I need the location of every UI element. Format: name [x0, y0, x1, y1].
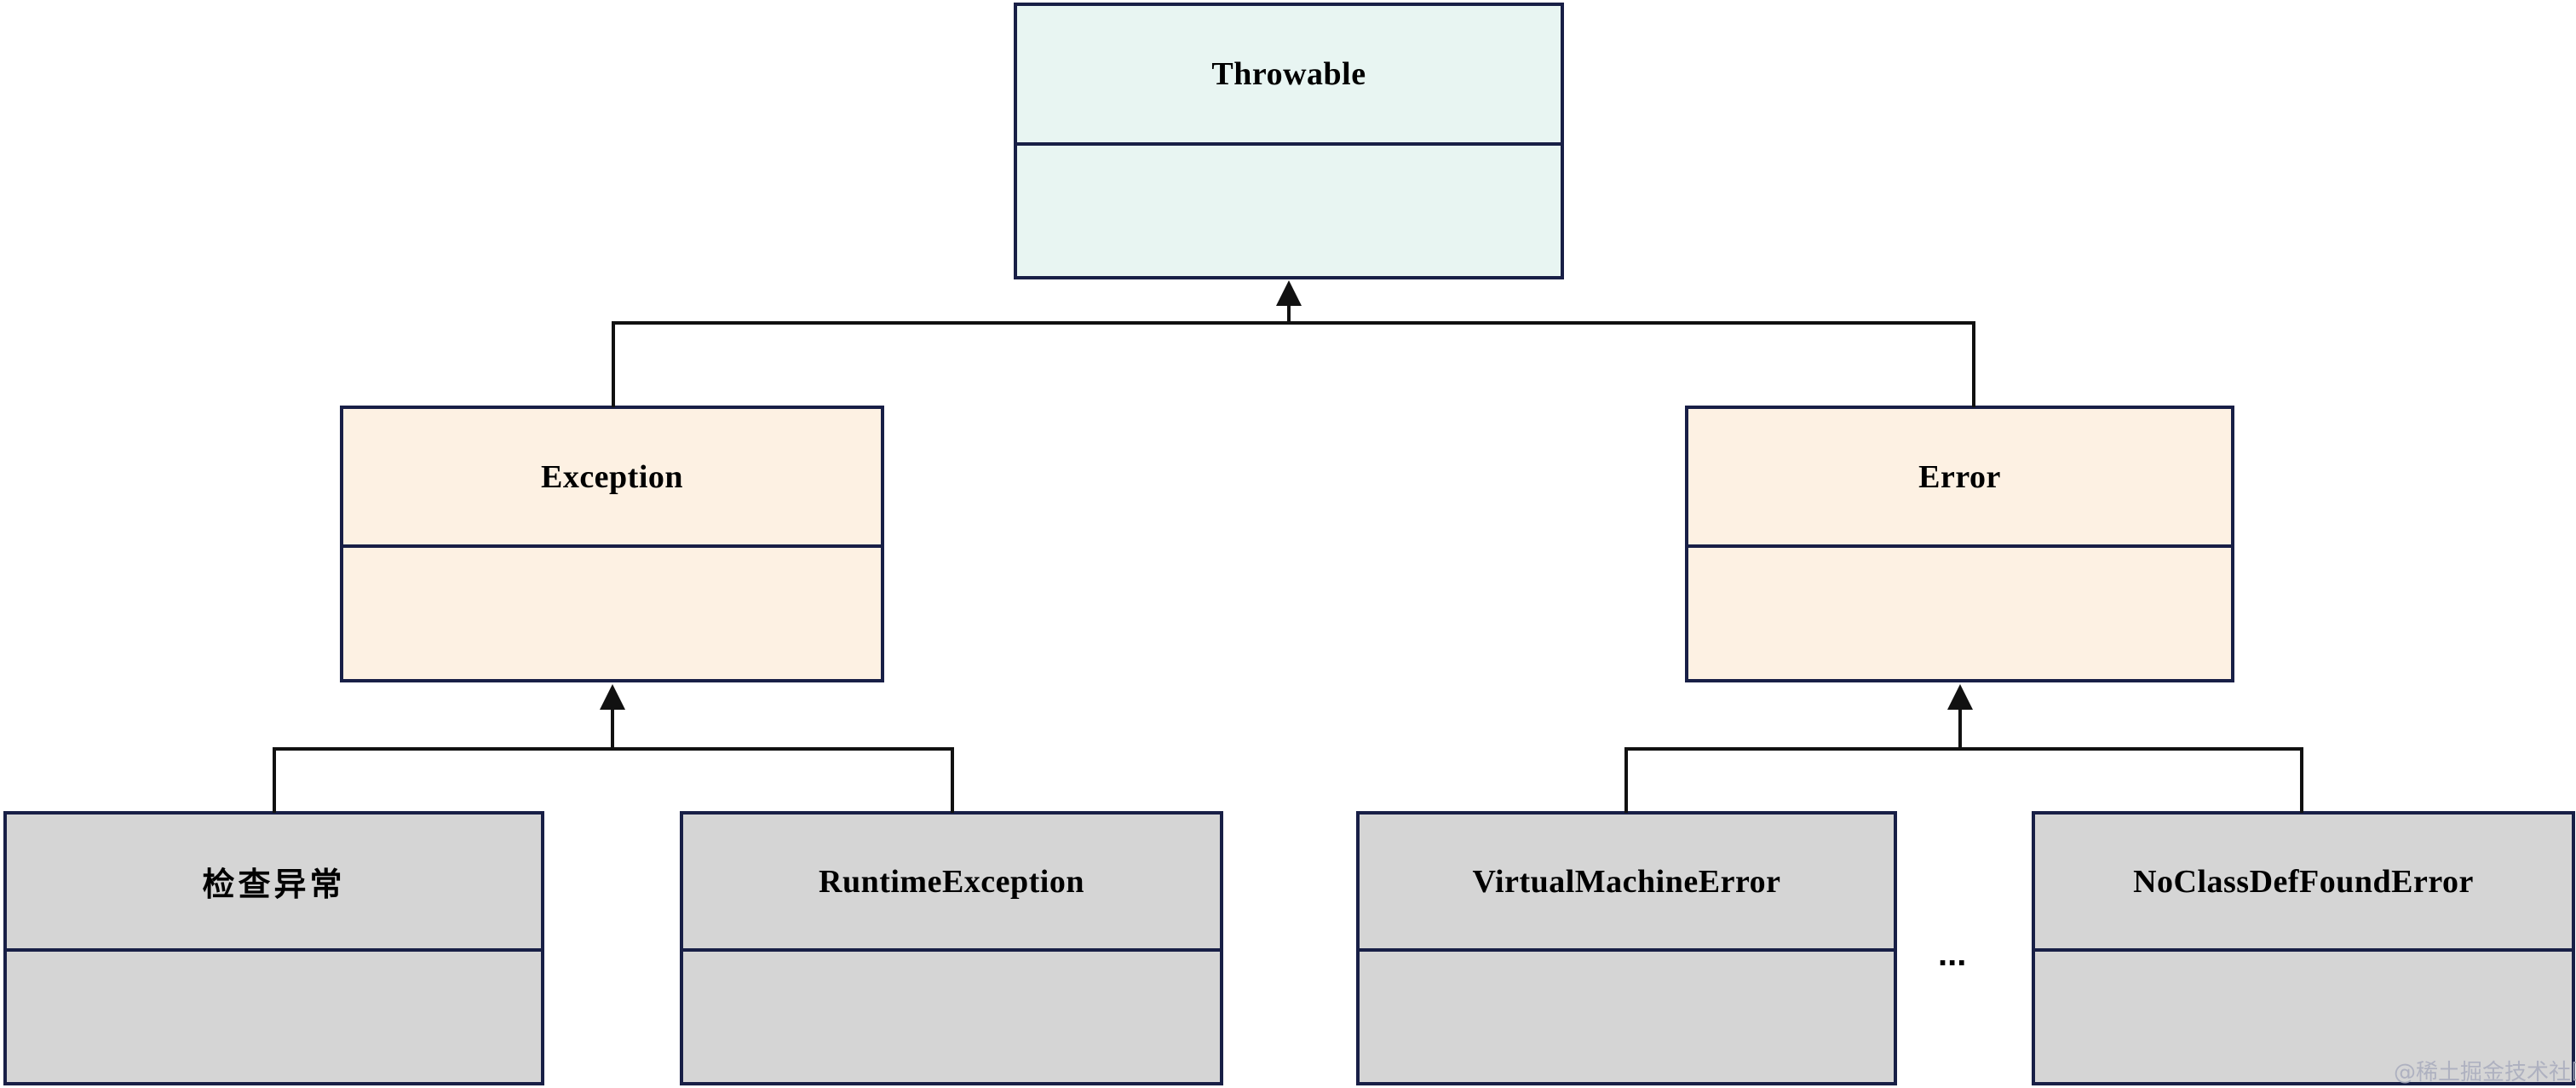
class-box-error[interactable]: Error [1685, 406, 2234, 682]
class-box-runtime-exception[interactable]: RuntimeException [680, 811, 1223, 1085]
class-title-exception: Exception [343, 409, 881, 548]
class-box-virtual-machine-error[interactable]: VirtualMachineError [1356, 811, 1897, 1085]
generalization-arrow-to-exception [600, 684, 625, 710]
class-box-no-class-def-found-error[interactable]: NoClassDefFoundError [2032, 811, 2575, 1085]
class-title-no-class-def-found-error: NoClassDefFoundError [2035, 815, 2572, 952]
class-title-error: Error [1688, 409, 2231, 548]
class-members-error [1688, 548, 2231, 679]
class-title-checked-exception: 检查异常 [7, 815, 541, 952]
class-title-runtime-exception: RuntimeException [683, 815, 1220, 952]
generalization-riser-to-exception [611, 708, 614, 749]
generalization-bus-exception [273, 747, 954, 751]
generalization-riser-to-error [1958, 708, 1962, 749]
class-members-runtime-exception [683, 952, 1220, 1082]
generalization-drop-virtual-machine-error [1624, 747, 1628, 813]
generalization-bus-throwable [612, 321, 1975, 325]
generalization-bus-error [1624, 747, 2303, 751]
class-members-virtual-machine-error [1360, 952, 1894, 1082]
class-members-no-class-def-found-error [2035, 952, 2572, 1082]
generalization-drop-runtime-exception [951, 747, 954, 813]
class-title-virtual-machine-error: VirtualMachineError [1360, 815, 1894, 952]
class-members-throwable [1017, 146, 1561, 276]
generalization-riser-to-throwable [1287, 304, 1291, 323]
class-box-checked-exception[interactable]: 检查异常 [3, 811, 544, 1085]
generalization-drop-error [1972, 321, 1975, 407]
class-title-throwable: Throwable [1017, 6, 1561, 146]
class-box-throwable[interactable]: Throwable [1014, 3, 1564, 279]
class-members-exception [343, 548, 881, 679]
generalization-drop-no-class-def-found-error [2300, 747, 2303, 813]
class-box-exception[interactable]: Exception [340, 406, 884, 682]
ellipsis-more-errors: ... [1938, 935, 1967, 973]
generalization-drop-checked-exception [273, 747, 276, 813]
generalization-arrow-to-throwable [1276, 280, 1302, 306]
generalization-arrow-to-error [1947, 684, 1973, 710]
generalization-drop-exception [612, 321, 615, 407]
class-members-checked-exception [7, 952, 541, 1082]
